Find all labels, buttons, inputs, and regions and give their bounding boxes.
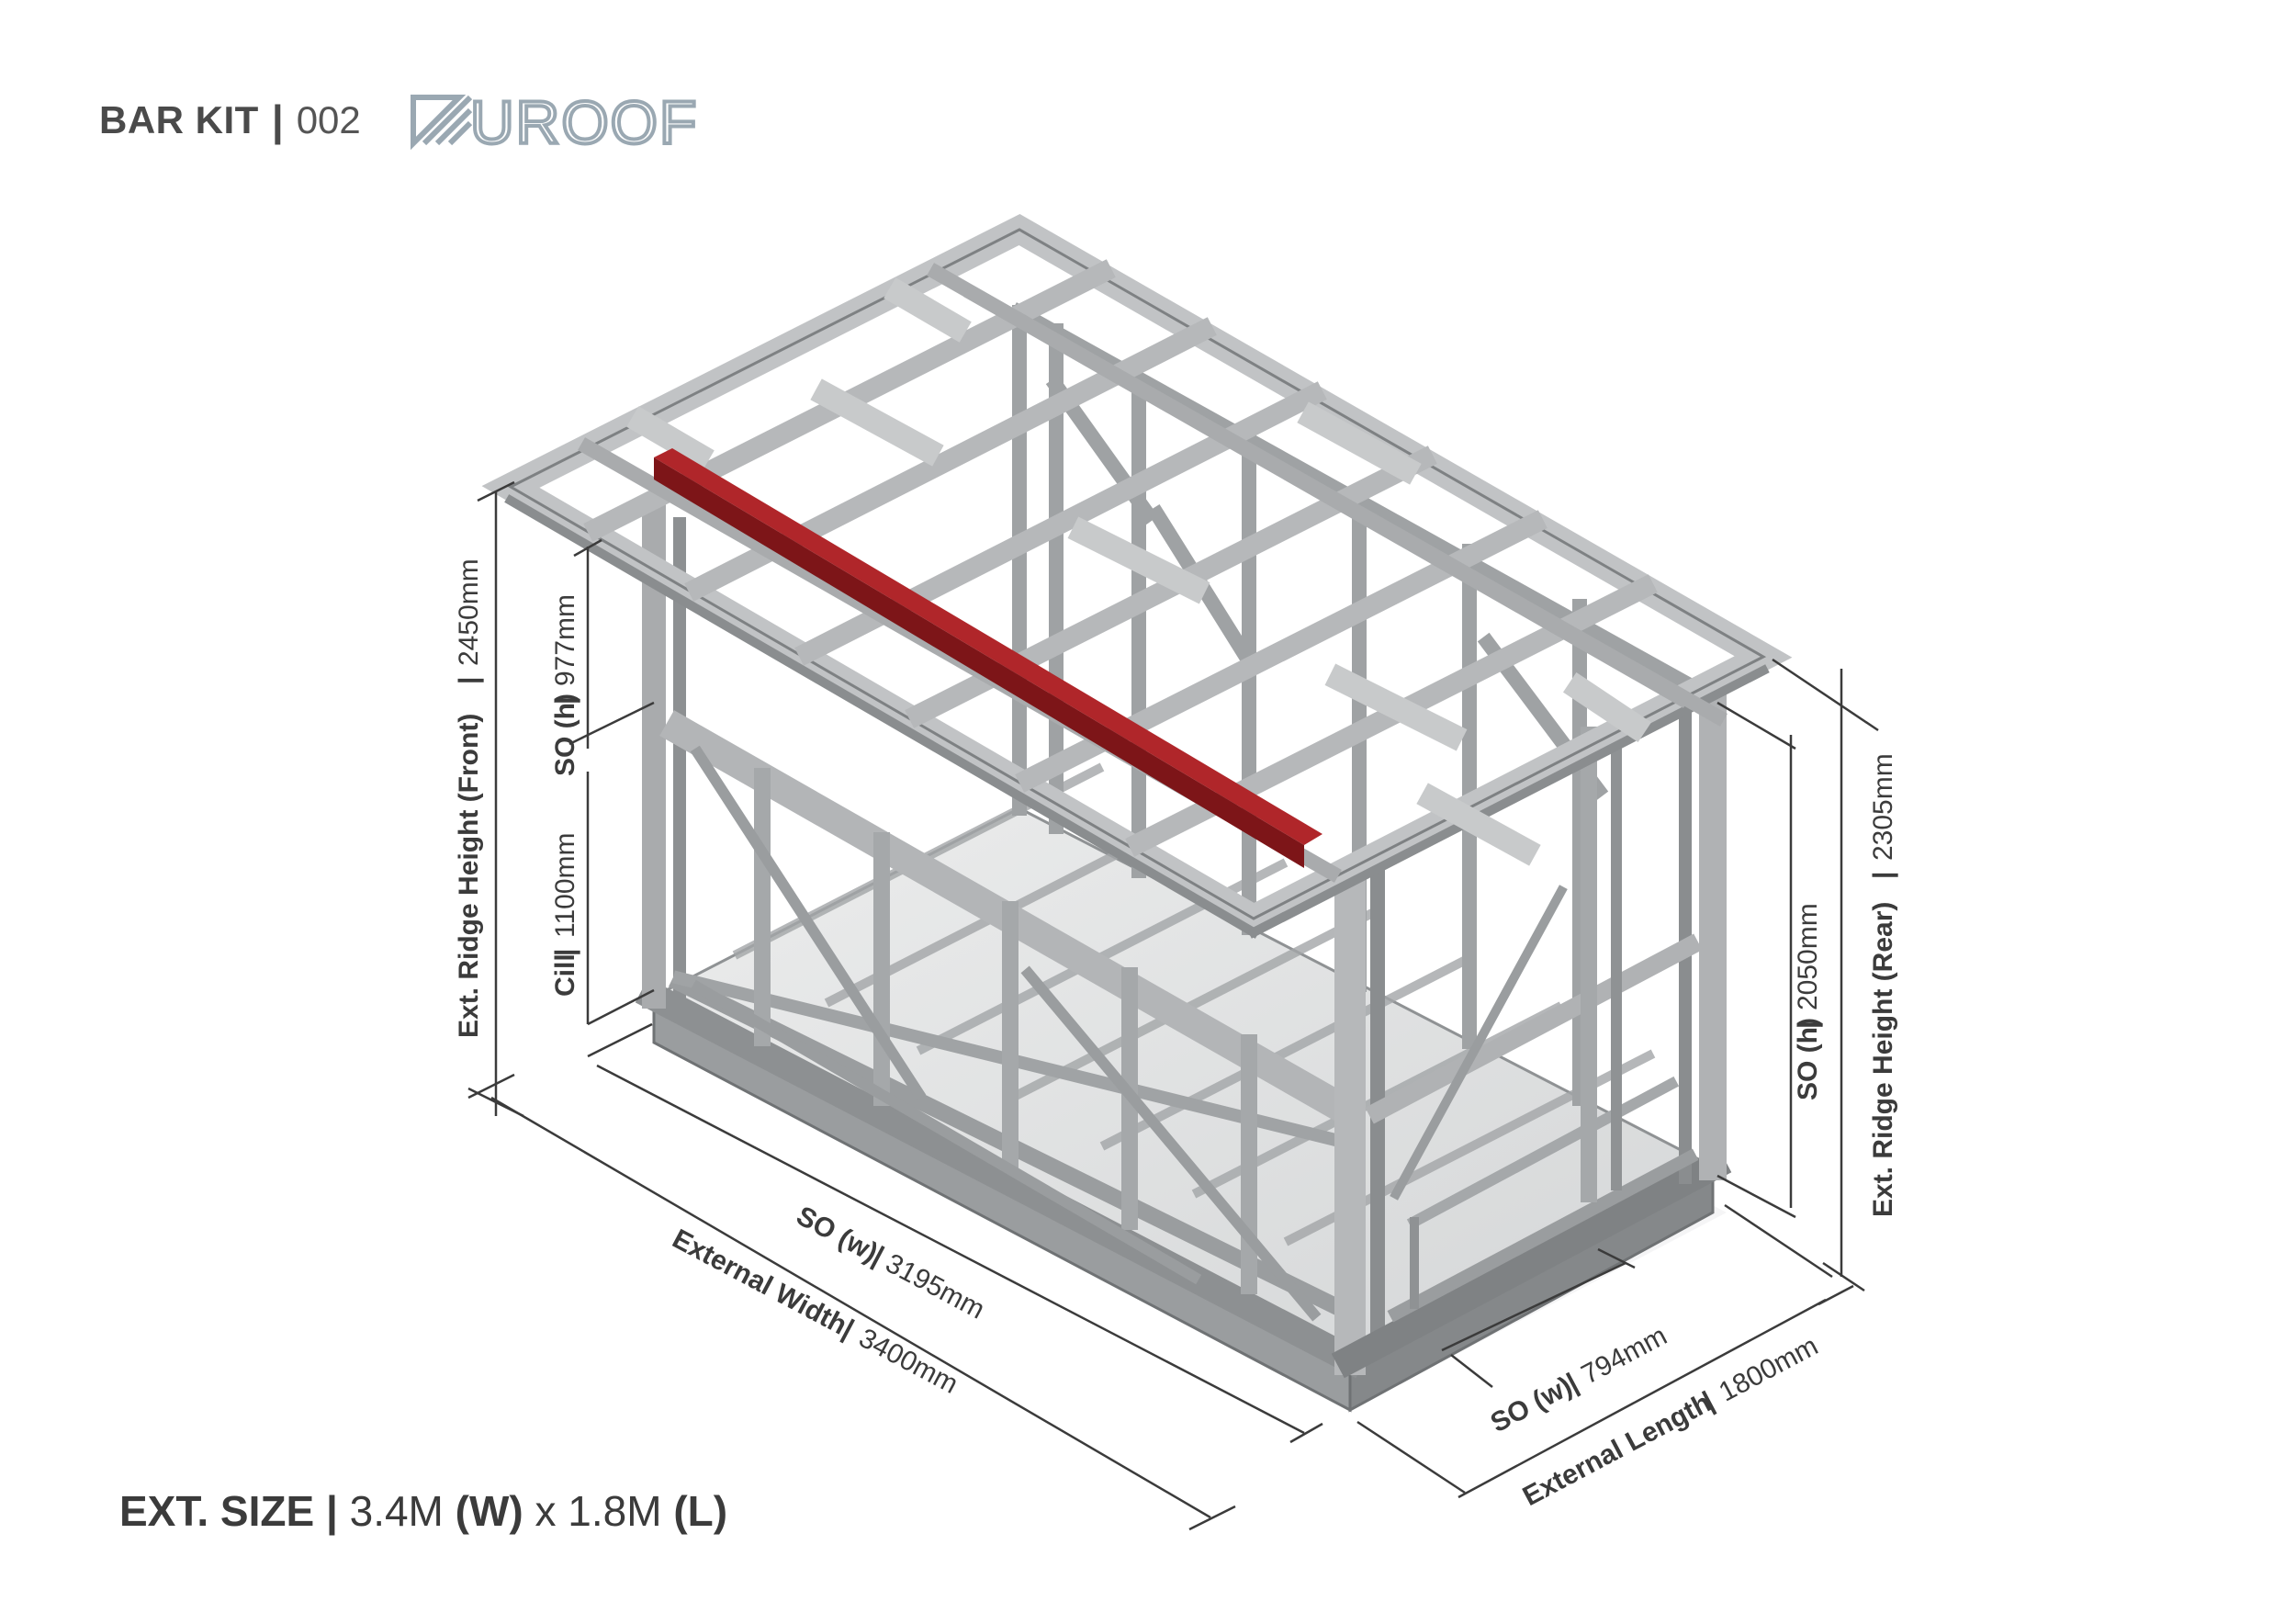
svg-text:|: | bbox=[1793, 1021, 1823, 1029]
dim-rear-ridge-height: Ext. Ridge Height (Rear) | 2305mm bbox=[1868, 753, 1898, 1217]
svg-text:|: | bbox=[1868, 872, 1898, 879]
svg-text:SO (h): SO (h) bbox=[1793, 1018, 1823, 1100]
svg-text:2450mm: 2450mm bbox=[454, 558, 484, 666]
header-separator: | bbox=[271, 96, 284, 144]
svg-text:Ext. Ridge Height (Rear): Ext. Ridge Height (Rear) bbox=[1868, 902, 1898, 1217]
dim-so-h-rear: SO (h) | 2050mm bbox=[1793, 903, 1823, 1100]
svg-text:794mm: 794mm bbox=[1577, 1320, 1672, 1390]
ridge-beam bbox=[654, 448, 1322, 868]
svg-text:Ext. Ridge Height (Front): Ext. Ridge Height (Front) bbox=[454, 714, 484, 1038]
frame-end-wall bbox=[1331, 684, 1732, 1379]
svg-text:1100mm: 1100mm bbox=[550, 833, 580, 939]
ext-size-length-tag: (L) bbox=[673, 1487, 728, 1535]
svg-text:2050mm: 2050mm bbox=[1793, 903, 1823, 1010]
svg-text:Cill: Cill bbox=[550, 953, 580, 997]
kit-label: BAR KIT bbox=[99, 98, 259, 141]
kit-number: 002 bbox=[296, 98, 361, 141]
svg-text:SO (w): SO (w) bbox=[792, 1201, 883, 1269]
frame-roof bbox=[481, 213, 1793, 939]
ext-size-width-tag: (W) bbox=[455, 1487, 523, 1535]
svg-text:977mm: 977mm bbox=[550, 594, 580, 686]
svg-text:SO (w): SO (w) bbox=[1486, 1370, 1577, 1438]
svg-text:SO (h): SO (h) bbox=[550, 694, 580, 776]
svg-text:|: | bbox=[550, 697, 580, 705]
external-size-summary: EXT. SIZE | 3.4M (W) x 1.8M (L) bbox=[119, 1486, 727, 1536]
dim-front-ridge-height: Ext. Ridge Height (Front) | 2450mm bbox=[454, 558, 484, 1038]
svg-text:|: | bbox=[454, 677, 484, 684]
svg-text:3195mm: 3195mm bbox=[881, 1248, 990, 1325]
logo-brand-text: UROOF bbox=[470, 88, 698, 152]
ext-size-length-value: 1.8M bbox=[568, 1487, 662, 1535]
svg-text:2305mm: 2305mm bbox=[1868, 753, 1898, 861]
svg-text:3400mm: 3400mm bbox=[854, 1323, 963, 1400]
svg-text:1800mm: 1800mm bbox=[1714, 1331, 1823, 1408]
dim-cill: Cill | 1100mm bbox=[550, 833, 580, 998]
dim-so-h-front: SO (h) | 977mm bbox=[550, 594, 580, 776]
svg-text:|: | bbox=[550, 949, 580, 956]
logo-mark-icon bbox=[411, 95, 473, 151]
ext-size-width-value: 3.4M bbox=[349, 1487, 444, 1535]
ext-size-separator: | bbox=[325, 1487, 338, 1535]
uroof-logo: UROOF bbox=[411, 88, 698, 152]
ext-size-prefix: EXT. SIZE bbox=[119, 1487, 315, 1535]
dim-external-length: External Length | 1800mm bbox=[1518, 1331, 1823, 1513]
ext-size-times: x bbox=[535, 1487, 557, 1535]
dim-external-width: External Width | 3400mm bbox=[668, 1224, 963, 1400]
dimension-lines bbox=[467, 480, 1879, 1531]
page-header: BAR KIT | 002 bbox=[99, 88, 361, 152]
